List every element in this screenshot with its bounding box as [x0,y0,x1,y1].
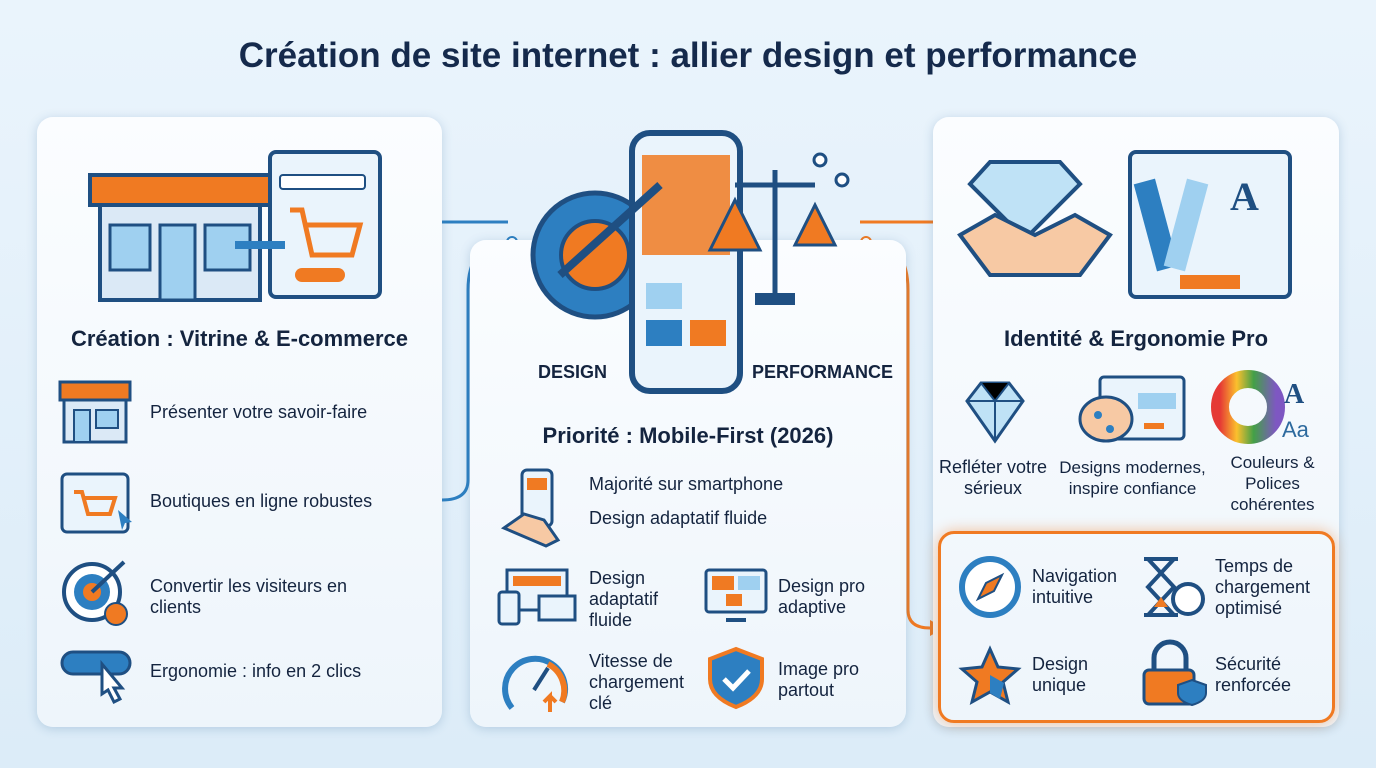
speedometer-icon [502,655,569,712]
highlight-3: Design unique [1032,654,1089,695]
center-item-1: Design adaptatif fluide [589,568,659,630]
center-item-2: Design pro adaptive [778,576,866,617]
highlight-1: Navigation intuitive [1032,566,1118,607]
performance-label: PERFORMANCE [752,362,894,382]
target-icon [62,560,128,626]
lock-icon [1142,639,1207,707]
diamond-icon [965,381,1025,444]
star-puzzle-icon [958,645,1022,705]
multi-device-icon [497,568,577,626]
hourglass-icon [1144,557,1205,617]
highlight-2: Temps de chargement optimisé [1215,556,1311,618]
compass-icon [959,556,1021,618]
storefront-cart-illustration [88,150,382,302]
center-heading: Priorité : Mobile-First (2026) [542,423,834,448]
right-feature-2: Designs modernes, inspire confiance [1059,458,1206,498]
design-label: DESIGN [538,362,608,382]
storefront-icon [58,380,132,444]
highlight-4: Sécurité renforcée [1215,654,1292,695]
monitor-icon [704,568,768,622]
color-wheel-icon: A Aa [1211,370,1310,444]
left-heading: Création : Vitrine & E-commerce [70,326,409,351]
hand-smartphone-icon [500,468,561,548]
svg-text:A: A [1284,379,1305,410]
right-feature-1: Refléter votre sérieux [938,457,1048,498]
right-feature-3: Couleurs & Polices cohérentes [1230,453,1315,514]
left-item-1: Présenter votre savoir-faire [150,402,368,422]
design-performance-illustration [530,130,850,394]
handshake-branding-illustration: A [957,150,1292,299]
center-item-3: Vitesse de chargement clé [589,651,685,713]
highlights-box [938,531,1335,723]
phone-line-2: Design adaptatif fluide [589,508,768,528]
palette-icon [1078,375,1186,443]
svg-text:A: A [1230,174,1259,219]
svg-text:Aa: Aa [1282,417,1310,442]
center-item-4: Image pro partout [778,659,860,700]
left-item-2: Boutiques en ligne robustes [150,491,373,511]
left-item-4: Ergonomie : info en 2 clics [150,661,362,681]
left-item-3: Convertir les visiteurs en clients [150,576,348,617]
shield-check-icon [708,646,764,710]
click-button-icon [60,650,132,705]
phone-line-1: Majorité sur smartphone [589,474,784,494]
right-heading: Identité & Ergonomie Pro [1003,326,1269,351]
shopping-cart-browser-icon [60,472,132,534]
page-title: Création de site internet : allier desig… [238,36,1138,75]
